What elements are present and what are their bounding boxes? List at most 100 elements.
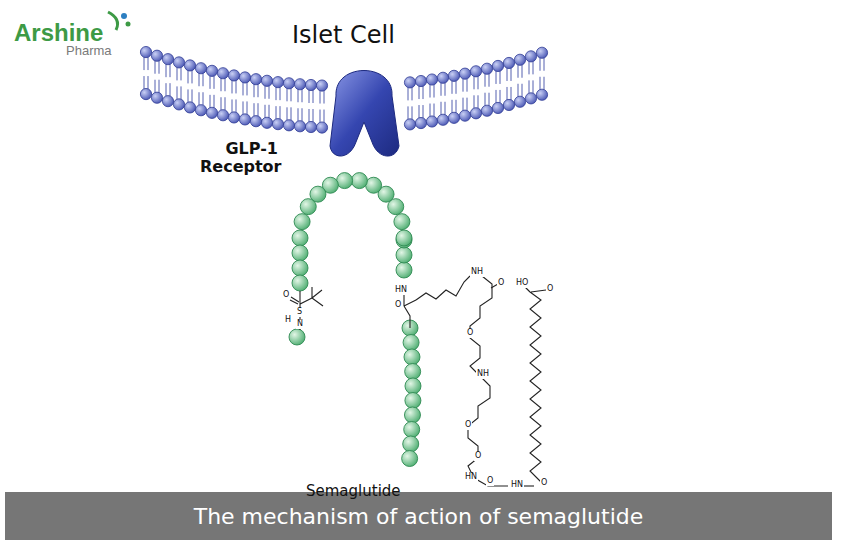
atom-label: O — [486, 477, 494, 486]
chem-bonds — [290, 276, 534, 486]
logo-dot — [121, 13, 127, 19]
lipid-head — [140, 46, 151, 57]
lipid-head — [228, 112, 239, 123]
lipid-head — [448, 112, 459, 123]
lipid-head — [250, 74, 261, 85]
diagram-title: Islet Cell — [292, 22, 395, 48]
lipid-head — [195, 105, 206, 116]
lipid — [426, 74, 437, 127]
lipid-head — [173, 99, 184, 110]
lipid-head — [503, 57, 514, 68]
lipid-tail — [177, 86, 181, 99]
lipid-head — [305, 79, 316, 90]
amino-acid-bead — [396, 230, 412, 246]
lipid-head — [283, 78, 294, 89]
atom-label: O — [464, 421, 472, 430]
lipid-tail — [254, 103, 258, 116]
amide-bond — [524, 485, 534, 486]
atom-label: NH — [476, 370, 490, 379]
amino-acid-bead — [292, 260, 308, 276]
lipid — [206, 65, 217, 118]
lipid-tail — [155, 80, 159, 93]
lipid-tail — [144, 76, 148, 89]
amino-acid-bead — [366, 177, 382, 193]
atom-label: H — [284, 316, 292, 325]
lipid-head — [492, 60, 503, 71]
lipid — [470, 66, 481, 119]
lipid-head — [525, 51, 536, 62]
atom-label: O — [540, 479, 548, 488]
lipid-head — [294, 121, 305, 132]
lipid-tail — [221, 78, 225, 91]
lipid-tail — [199, 73, 203, 86]
backbone-bond — [404, 293, 416, 328]
lipid-head — [206, 107, 217, 118]
lipid-head — [283, 120, 294, 131]
lipid-tail — [166, 64, 170, 77]
lipid-head — [140, 88, 151, 99]
atom-label: O — [282, 291, 290, 300]
lipid — [272, 77, 283, 130]
lipid-head — [151, 50, 162, 61]
lipid-tail — [276, 87, 280, 100]
amino-acid-bead — [396, 247, 412, 263]
lipid-head — [525, 93, 536, 104]
atom-label: O — [497, 279, 505, 288]
lipid-tail — [441, 102, 445, 115]
lipid-tail — [232, 99, 236, 112]
lipid-tail — [474, 95, 478, 108]
lipid-tail — [265, 86, 269, 99]
lipid-head — [404, 77, 415, 88]
lipid-head — [316, 80, 327, 91]
lipid-tail — [452, 100, 456, 113]
amino-acid-bead — [289, 329, 305, 345]
receptor-label: GLP-1 Receptor — [200, 140, 278, 175]
lipid-head — [470, 108, 481, 119]
lipid — [459, 68, 470, 121]
lipid — [250, 74, 261, 127]
lipid-head — [415, 117, 426, 128]
lipid-tail — [287, 107, 291, 120]
lipid-head — [250, 116, 261, 127]
lipid-tail — [419, 86, 423, 99]
lipid-tail — [144, 57, 148, 70]
atom-label: O — [546, 285, 554, 294]
lipid — [481, 63, 492, 116]
lipid-head — [261, 117, 272, 128]
lipid — [503, 57, 514, 110]
amino-acid-bead — [292, 230, 308, 246]
lipid-tail — [298, 108, 302, 121]
caption-text: The mechanism of action of semaglutide — [5, 505, 832, 529]
lipid-tail — [463, 79, 467, 92]
lipid-head — [481, 105, 492, 116]
lipid-tail — [188, 89, 192, 102]
lipid-tail — [276, 106, 280, 119]
logo-mark — [108, 12, 131, 30]
lipid-head — [426, 116, 437, 127]
amino-acid-bead — [294, 214, 310, 230]
atom-label: NH — [470, 268, 484, 277]
lipid — [437, 72, 448, 125]
lipid-head — [228, 70, 239, 81]
amino-acid-bead — [405, 378, 421, 394]
lipid — [140, 46, 151, 99]
carbonyl-bond — [290, 297, 299, 304]
lipid-head — [404, 119, 415, 130]
lipid-head — [272, 119, 283, 130]
lipid — [228, 70, 239, 123]
lipid-head — [514, 54, 525, 65]
atom-label: S — [296, 308, 303, 317]
lipid-head — [173, 57, 184, 68]
lipid-head — [162, 96, 173, 107]
peptide-chain — [289, 173, 421, 467]
glp1-receptor — [330, 71, 399, 157]
logo-subtext: Pharma — [66, 44, 112, 58]
lipid — [305, 79, 316, 132]
lipid-tail — [507, 87, 511, 100]
fatty-acid-chain — [524, 286, 546, 486]
lipid-tail — [441, 83, 445, 96]
amino-acid-bead — [402, 451, 418, 467]
lipid-head — [437, 72, 448, 83]
lipid-tail — [452, 81, 456, 94]
lipid — [492, 60, 503, 113]
